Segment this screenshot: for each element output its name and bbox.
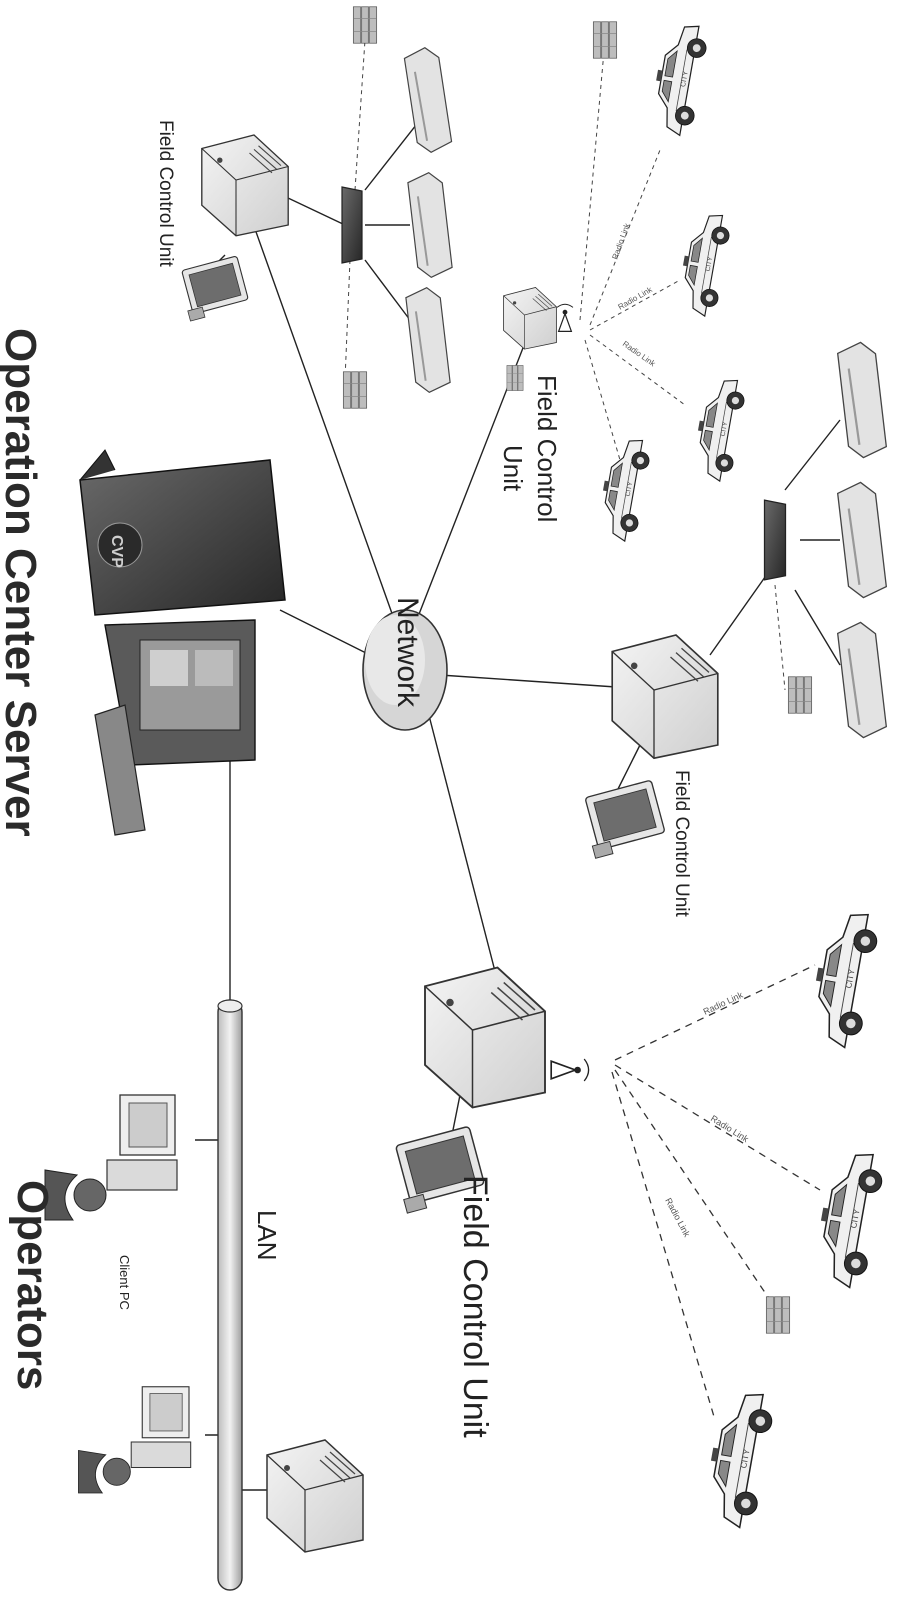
field-control-unit-topleft (202, 135, 288, 236)
roadside-sign-topmiddle (507, 365, 523, 390)
antenna-icon-topmiddle (557, 304, 573, 331)
field-control-unit-label-topmiddle-1: Field Control (532, 375, 562, 522)
operators-title: Operators (8, 1180, 57, 1390)
link-server (280, 610, 370, 655)
operation-center-server-title: Operation Center Server (0, 328, 45, 837)
network-switch-icon-right (765, 500, 786, 580)
client-pc-operator-2 (79, 1387, 191, 1493)
police-car-icons (595, 21, 886, 1530)
field-control-unit-label-bottom: Field Control Unit (456, 1175, 494, 1438)
field-control-unit-topmiddle (504, 288, 557, 350)
network-switch-icon-topleft (342, 187, 362, 263)
link-fcu-bottom (425, 700, 505, 1010)
field-control-unit-label-right: Field Control Unit (671, 770, 692, 917)
lan-label: LAN (252, 1210, 282, 1261)
antenna-icon-bottom (551, 1059, 588, 1081)
server-tower-icon (80, 450, 285, 615)
detector-group-right (834, 341, 889, 740)
field-control-unit-label-topleft: Field Control Unit (155, 120, 176, 267)
lan-bus (218, 1000, 242, 1590)
monitor-icon-topleft (182, 256, 249, 321)
radio-link-label-top-3: Radio Link (621, 339, 658, 369)
monitor-icon-right (585, 780, 665, 858)
client-pc-label: Client PC (117, 1255, 132, 1310)
radio-link-label-top-1: Radio Link (610, 221, 632, 261)
server-badge: CVP (108, 535, 125, 568)
radio-link-label-bottom-1: Radio Link (702, 990, 745, 1017)
network-links (195, 40, 840, 1490)
radio-link-label-top-2: Radio Link (617, 285, 655, 312)
field-control-unit-right (612, 635, 718, 758)
radio-link-label-bottom-2: Radio Link (709, 1113, 751, 1144)
field-control-unit-lan (267, 1440, 363, 1552)
client-pc-operator-1 (45, 1095, 177, 1220)
field-control-unit-label-topmiddle-2: Unit (498, 445, 528, 492)
radio-link-label-bottom-3: Radio Link (663, 1196, 692, 1239)
field-control-unit-bottom (425, 968, 545, 1108)
detector-group-topleft (401, 46, 455, 394)
network-label: Network (391, 597, 424, 708)
server-workstation (95, 620, 255, 835)
